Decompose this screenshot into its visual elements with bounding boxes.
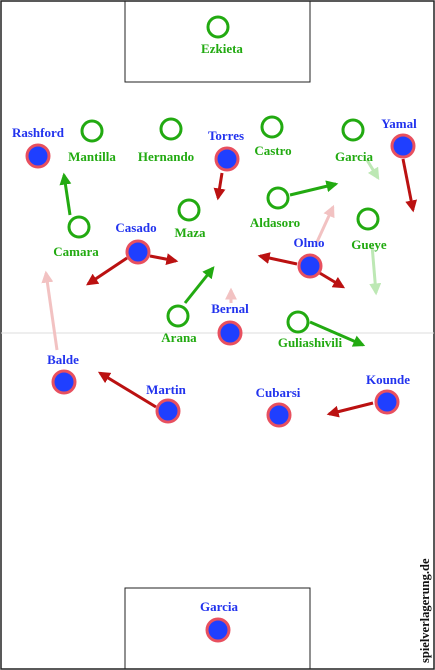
arrow-olmo-pink bbox=[315, 204, 335, 243]
player-label-balde: Balde bbox=[47, 352, 79, 367]
player-label-torres: Torres bbox=[208, 128, 244, 143]
arrow-casado-left bbox=[86, 256, 128, 286]
player-marker-garcia-b bbox=[205, 617, 231, 643]
player-label-guliashivili: Guliashivili bbox=[278, 335, 343, 350]
arrow-gueye-light bbox=[369, 244, 382, 296]
movement-arrows bbox=[41, 158, 418, 418]
player-marker-martin bbox=[155, 398, 181, 424]
player-marker-yamal bbox=[390, 133, 416, 159]
player-marker-torres bbox=[214, 146, 240, 172]
player-marker-gueye bbox=[356, 207, 380, 231]
arrow-olmo-right bbox=[317, 270, 346, 289]
arrow-mantilla bbox=[59, 172, 72, 216]
player-label-garcia-b: Garcia bbox=[200, 599, 239, 614]
player-label-camara: Camara bbox=[53, 244, 99, 259]
player-marker-guliashivili bbox=[286, 310, 310, 334]
player-label-cubarsi: Cubarsi bbox=[256, 385, 301, 400]
player-label-kounde: Kounde bbox=[366, 372, 410, 387]
player-marker-arana bbox=[166, 304, 190, 328]
player-marker-olmo bbox=[297, 253, 323, 279]
player-label-casado: Casado bbox=[115, 220, 156, 235]
player-label-aldasoro: Aldasoro bbox=[250, 215, 300, 230]
arrow-balde-pink bbox=[41, 270, 59, 351]
player-label-gueye: Gueye bbox=[351, 237, 387, 252]
top-penalty-box bbox=[124, 0, 311, 83]
player-marker-camara bbox=[67, 215, 91, 239]
player-marker-balde bbox=[51, 369, 77, 395]
player-marker-casado bbox=[125, 239, 151, 265]
arrow-guliashivili bbox=[309, 320, 366, 347]
arrow-torres bbox=[213, 172, 226, 201]
player-label-arana: Arana bbox=[161, 330, 197, 345]
bottom-penalty-box bbox=[124, 587, 311, 670]
player-label-bernal: Bernal bbox=[211, 301, 249, 316]
arrow-olmo-left bbox=[257, 252, 298, 266]
player-marker-cubarsi bbox=[266, 402, 292, 428]
arrow-casado-right bbox=[149, 253, 179, 266]
player-marker-maza bbox=[177, 198, 201, 222]
arrow-arana bbox=[183, 266, 215, 304]
player-marker-rashford bbox=[25, 143, 51, 169]
player-marker-kounde bbox=[374, 389, 400, 415]
arrow-kounde bbox=[326, 401, 374, 418]
player-marker-garcia-a bbox=[341, 118, 365, 142]
player-marker-aldasoro bbox=[266, 186, 290, 210]
player-label-rashford: Rashford bbox=[12, 125, 65, 140]
arrow-garcia-light bbox=[365, 159, 380, 181]
arrow-martin bbox=[97, 371, 157, 409]
arrow-aldasoro bbox=[289, 180, 339, 197]
player-marker-hernando bbox=[159, 117, 183, 141]
arrow-yamal bbox=[401, 158, 418, 213]
player-label-garcia-a: Garcia bbox=[335, 149, 374, 164]
watermark: spielverlagerung.de bbox=[418, 558, 432, 663]
player-label-mantilla: Mantilla bbox=[68, 149, 116, 164]
team-b-players: Rashford Torres Yamal Casado Olmo Bernal… bbox=[12, 116, 417, 643]
player-marker-castro bbox=[260, 115, 284, 139]
player-label-yamal: Yamal bbox=[381, 116, 417, 131]
player-label-martin: Martin bbox=[146, 382, 186, 397]
player-label-olmo: Olmo bbox=[293, 235, 324, 250]
player-marker-bernal bbox=[217, 320, 243, 346]
player-label-hernando: Hernando bbox=[138, 149, 194, 164]
player-label-maza: Maza bbox=[174, 225, 206, 240]
team-a-players: Ezkieta Mantilla Hernando Castro Garcia … bbox=[53, 15, 387, 350]
player-label-castro: Castro bbox=[254, 143, 291, 158]
player-marker-mantilla bbox=[80, 119, 104, 143]
player-label-ezkieta: Ezkieta bbox=[201, 41, 243, 56]
player-marker-ezkieta bbox=[206, 15, 230, 39]
